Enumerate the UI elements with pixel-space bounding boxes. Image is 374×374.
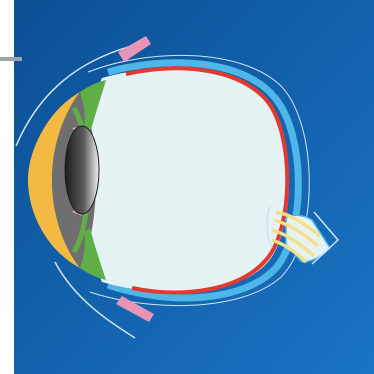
lens: [65, 126, 99, 214]
vitreous-body: [80, 68, 289, 293]
header-rule: [0, 57, 22, 61]
